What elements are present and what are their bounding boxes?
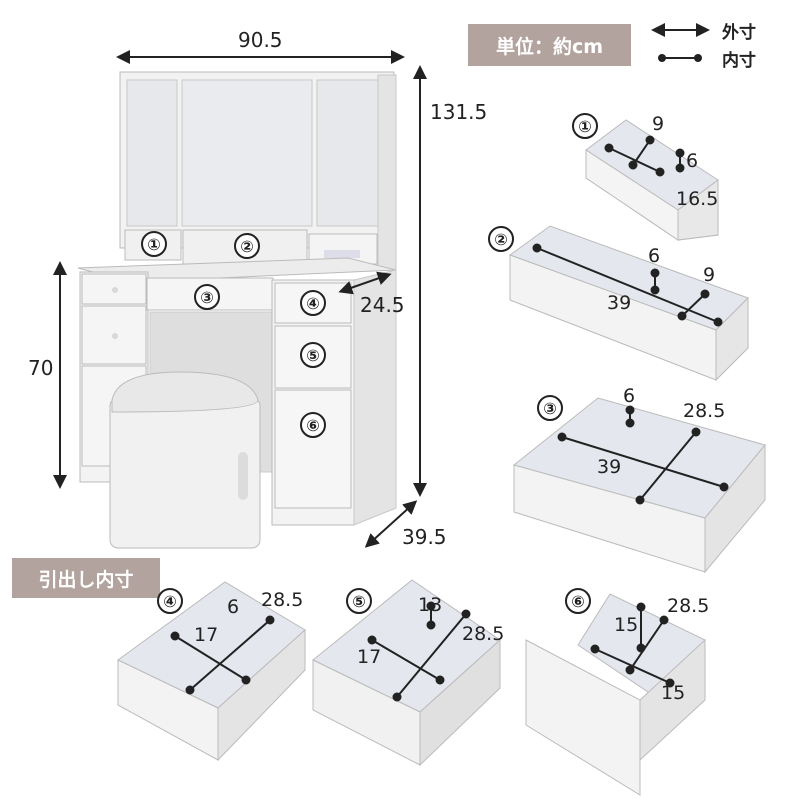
drawer-4-dim-b: 28.5 (261, 589, 304, 611)
drawer-6-dim-a: 28.5 (667, 595, 710, 617)
drawer-1-dim-a: 9 (652, 113, 665, 135)
dresser-drawer-depth-label: 24.5 (360, 293, 405, 317)
dresser-depth-label: 39.5 (402, 525, 447, 549)
drawer-1-illustration (585, 119, 719, 241)
dresser-drawer-3-number: ③ (194, 284, 220, 310)
drawer-3-dim-a: 6 (623, 385, 636, 407)
drawer-3-dim-c: 39 (597, 456, 622, 478)
drawer-4-number: ④ (157, 588, 183, 614)
section-label-badge: 引出し内寸 (12, 558, 160, 598)
drawer-1-measures (604, 135, 685, 177)
drawer-1-number: ① (572, 113, 598, 139)
drawer-4-dim-a: 6 (227, 596, 240, 618)
drawer-3-number: ③ (537, 395, 563, 421)
dresser-drawer-6-number: ⑥ (300, 412, 326, 438)
dresser-drawer-1-number: ① (141, 231, 167, 257)
drawer-5-measures (367, 601, 471, 702)
dresser-illustration (77, 71, 397, 549)
unit-badge: 単位：約cm (468, 24, 631, 66)
dresser-drawer-2-number: ② (234, 233, 260, 259)
drawer-1-dim-b: 6 (686, 150, 699, 172)
legend-outer-label: 外寸 (722, 23, 756, 43)
drawer-5-number: ⑤ (346, 588, 372, 614)
drawer-6-measures (590, 602, 675, 688)
drawer-6-dim-c: 15 (661, 682, 686, 704)
drawer-5-dim-a: 13 (418, 594, 443, 616)
drawer-1-dim-c: 16.5 (676, 188, 719, 210)
drawer-5-dim-c: 17 (357, 646, 382, 668)
dresser-width-label: 90.5 (238, 28, 283, 52)
drawer-2-illustration (508, 225, 749, 382)
dresser-height-label: 131.5 (430, 100, 488, 124)
drawer-2-measures (532, 243, 723, 327)
drawer-2-dim-b: 9 (703, 264, 716, 286)
drawer-5-illustration (312, 579, 501, 767)
drawer-3-illustration (512, 397, 766, 574)
drawer-4-measures (170, 615, 275, 695)
dresser-desk-height-label: 70 (28, 356, 54, 380)
drawer-6-dim-b: 15 (614, 614, 639, 636)
drawer-3-dim-b: 28.5 (683, 400, 726, 422)
drawer-2-dim-c: 39 (607, 292, 632, 314)
drawer-4-dim-c: 17 (194, 624, 219, 646)
drawer-5-dim-b: 28.5 (462, 623, 505, 645)
dresser-drawer-5-number: ⑤ (300, 342, 326, 368)
dresser-drawer-4-number: ④ (300, 290, 326, 316)
drawer-2-number: ② (488, 226, 514, 252)
drawer-6-number: ⑥ (565, 588, 591, 614)
drawer-3-measures (557, 405, 729, 505)
legend-inner-label: 内寸 (722, 51, 756, 71)
drawer-4-illustration (117, 581, 306, 762)
drawer-2-dim-a: 6 (648, 245, 661, 267)
